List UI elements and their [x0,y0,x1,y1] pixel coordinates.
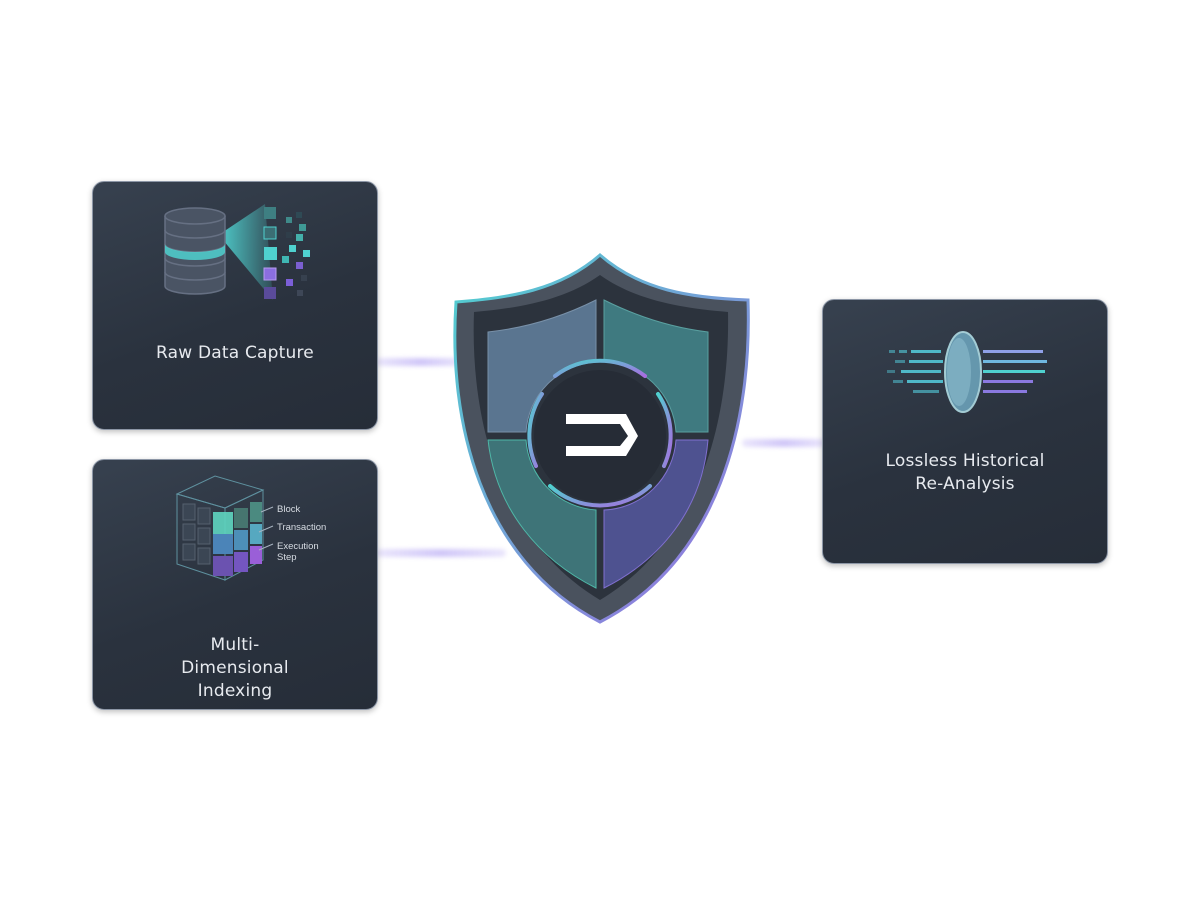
connector-shield-to-analysis [742,439,826,447]
card-raw-data-capture: Raw Data Capture [92,181,378,430]
card-lossless-historical-reanalysis: Lossless Historical Re-Analysis [822,299,1108,564]
card-title: Multi-Dimensional Indexing [181,635,289,701]
database-icon [164,204,310,300]
connector-index-to-shield [376,549,506,557]
lens-icon [887,331,1047,413]
cube-label-block: Block [277,504,300,515]
card-title: Raw Data Capture [156,343,314,363]
cube-label-transaction: Transaction [277,522,326,533]
connector-raw-to-shield [376,358,466,366]
card-title: Lossless Historical Re-Analysis [885,451,1045,494]
